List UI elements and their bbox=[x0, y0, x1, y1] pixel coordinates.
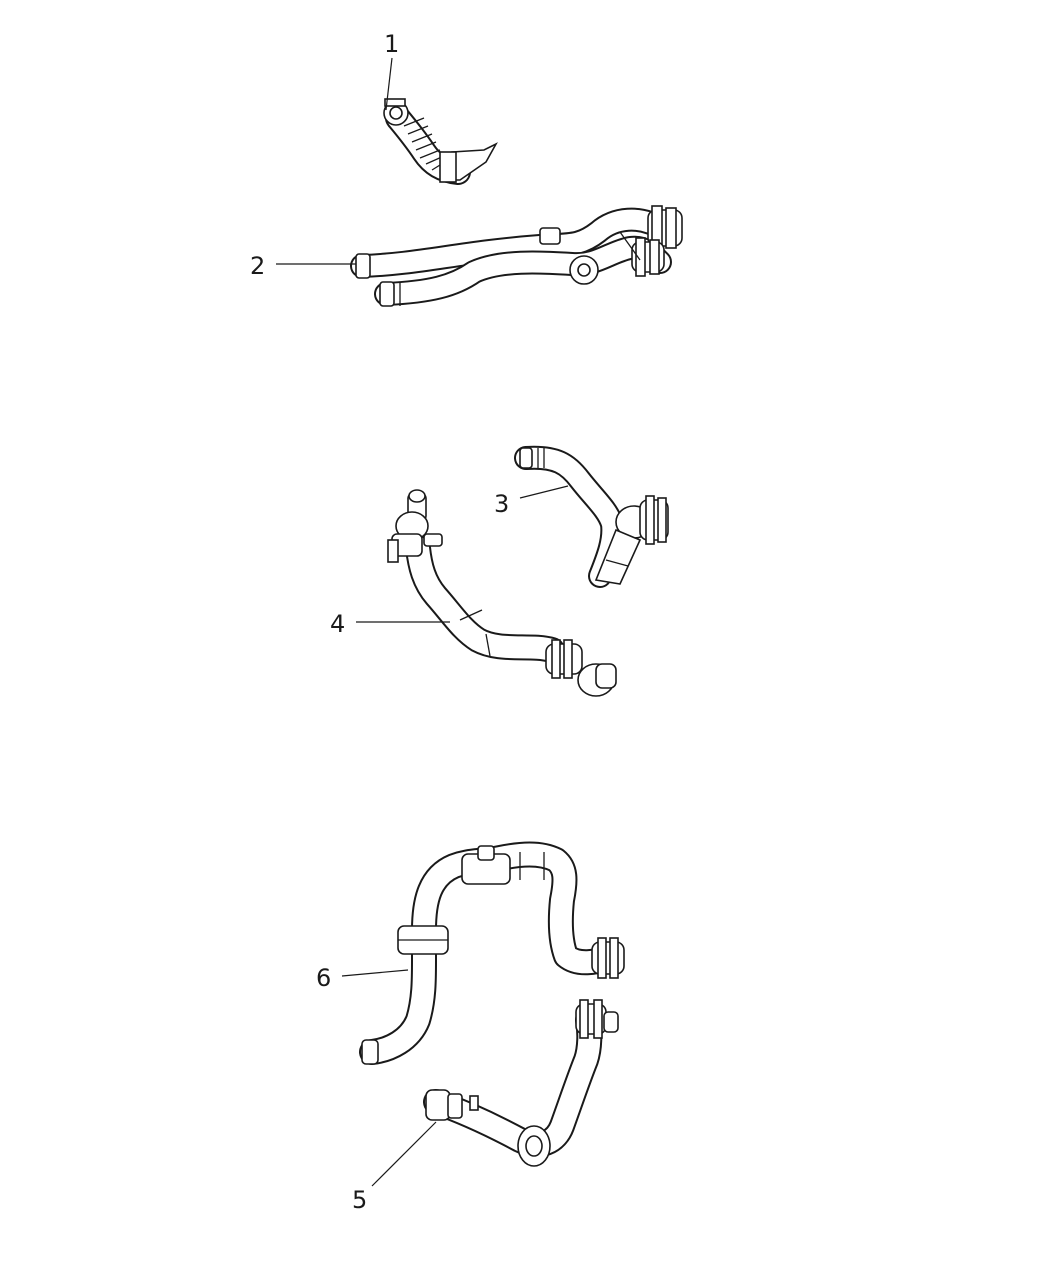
part-3-hose bbox=[514, 445, 669, 588]
part-5-hose bbox=[423, 999, 619, 1167]
callout-label-2: 2 bbox=[250, 252, 265, 280]
callout-1: 1 bbox=[384, 30, 399, 111]
callout-2: 2 bbox=[250, 252, 356, 280]
callout-5: 5 bbox=[352, 1121, 437, 1214]
callout-3: 3 bbox=[494, 485, 569, 518]
callout-4: 4 bbox=[330, 610, 450, 638]
leader-line-6 bbox=[341, 969, 409, 977]
callout-label-1: 1 bbox=[384, 30, 399, 58]
callout-label-4: 4 bbox=[330, 610, 345, 638]
part-2-hose-assembly bbox=[350, 205, 683, 307]
part-4-hose bbox=[387, 489, 617, 697]
part-1-hose bbox=[383, 98, 498, 185]
callout-label-6: 6 bbox=[316, 964, 331, 992]
callout-label-3: 3 bbox=[494, 490, 509, 518]
leader-line-3 bbox=[519, 485, 569, 499]
leader-line-1 bbox=[385, 57, 393, 111]
callout-6: 6 bbox=[316, 964, 409, 992]
callout-label-5: 5 bbox=[352, 1186, 367, 1214]
leader-line-5 bbox=[371, 1121, 437, 1187]
part-6-hose bbox=[359, 841, 625, 1065]
